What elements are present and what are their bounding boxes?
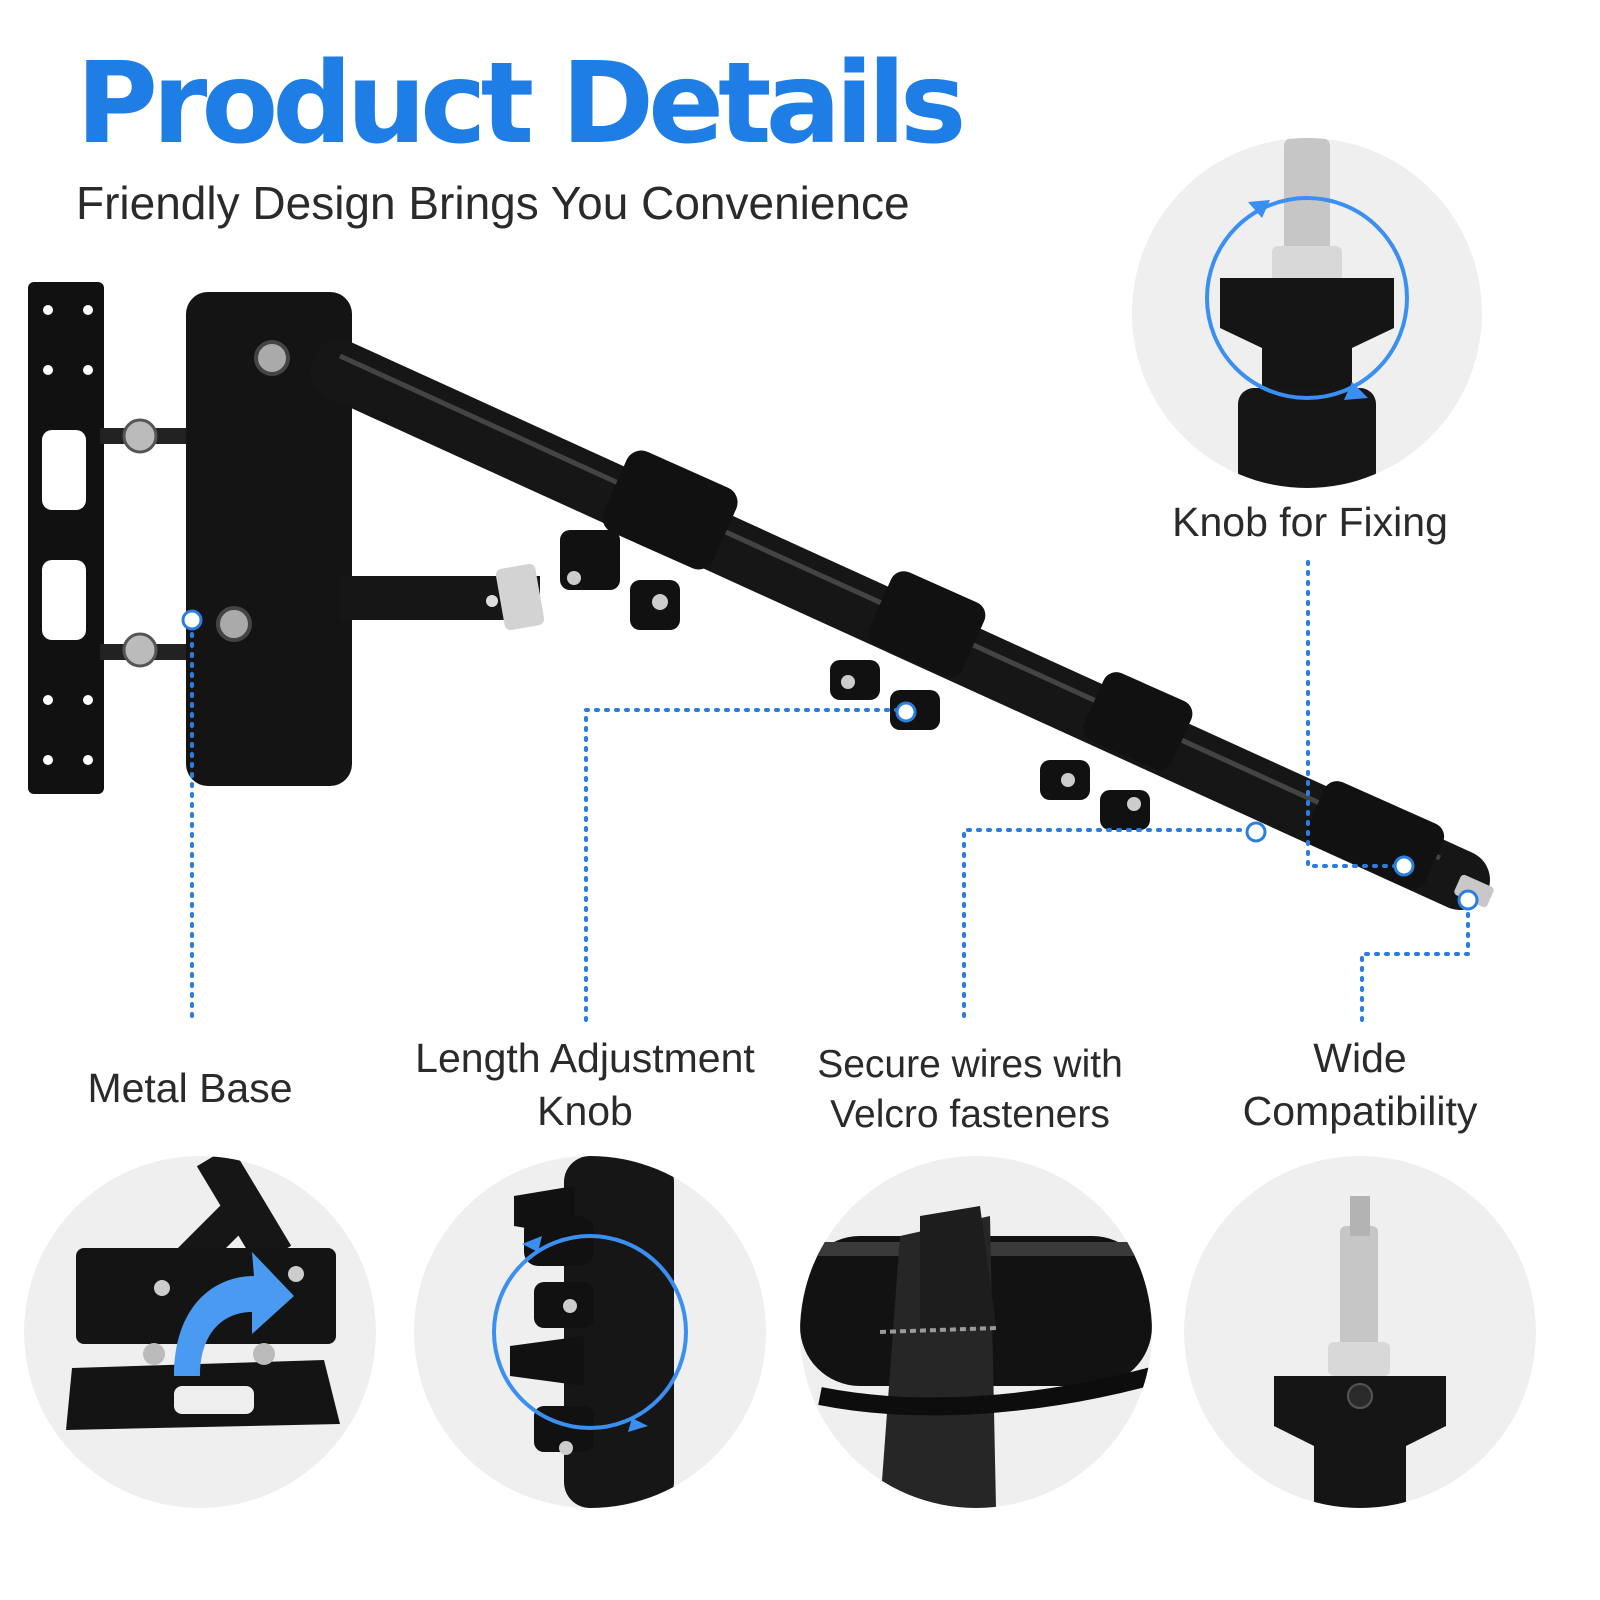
velcro-label: Secure wires with Velcro fasteners bbox=[817, 1043, 1123, 1136]
compat-label: Wide Compatibility bbox=[1242, 1035, 1478, 1135]
metal-base-detail-image bbox=[24, 1156, 376, 1508]
page-title: Product Details bbox=[76, 39, 967, 169]
compat-detail-image bbox=[1184, 1156, 1536, 1508]
knob-fixing-detail-image bbox=[1132, 138, 1482, 488]
knob-fixing-label: Knob for Fixing bbox=[1172, 499, 1448, 545]
velcro-detail-image bbox=[800, 1156, 1152, 1508]
wall-plate bbox=[28, 282, 104, 794]
length-knob-detail-image bbox=[414, 1156, 766, 1508]
metal-base-label: Metal Base bbox=[87, 1065, 293, 1111]
page-subtitle: Friendly Design Brings You Convenience bbox=[76, 177, 910, 229]
length-knob-label: Length Adjustment Knob bbox=[415, 1035, 755, 1135]
